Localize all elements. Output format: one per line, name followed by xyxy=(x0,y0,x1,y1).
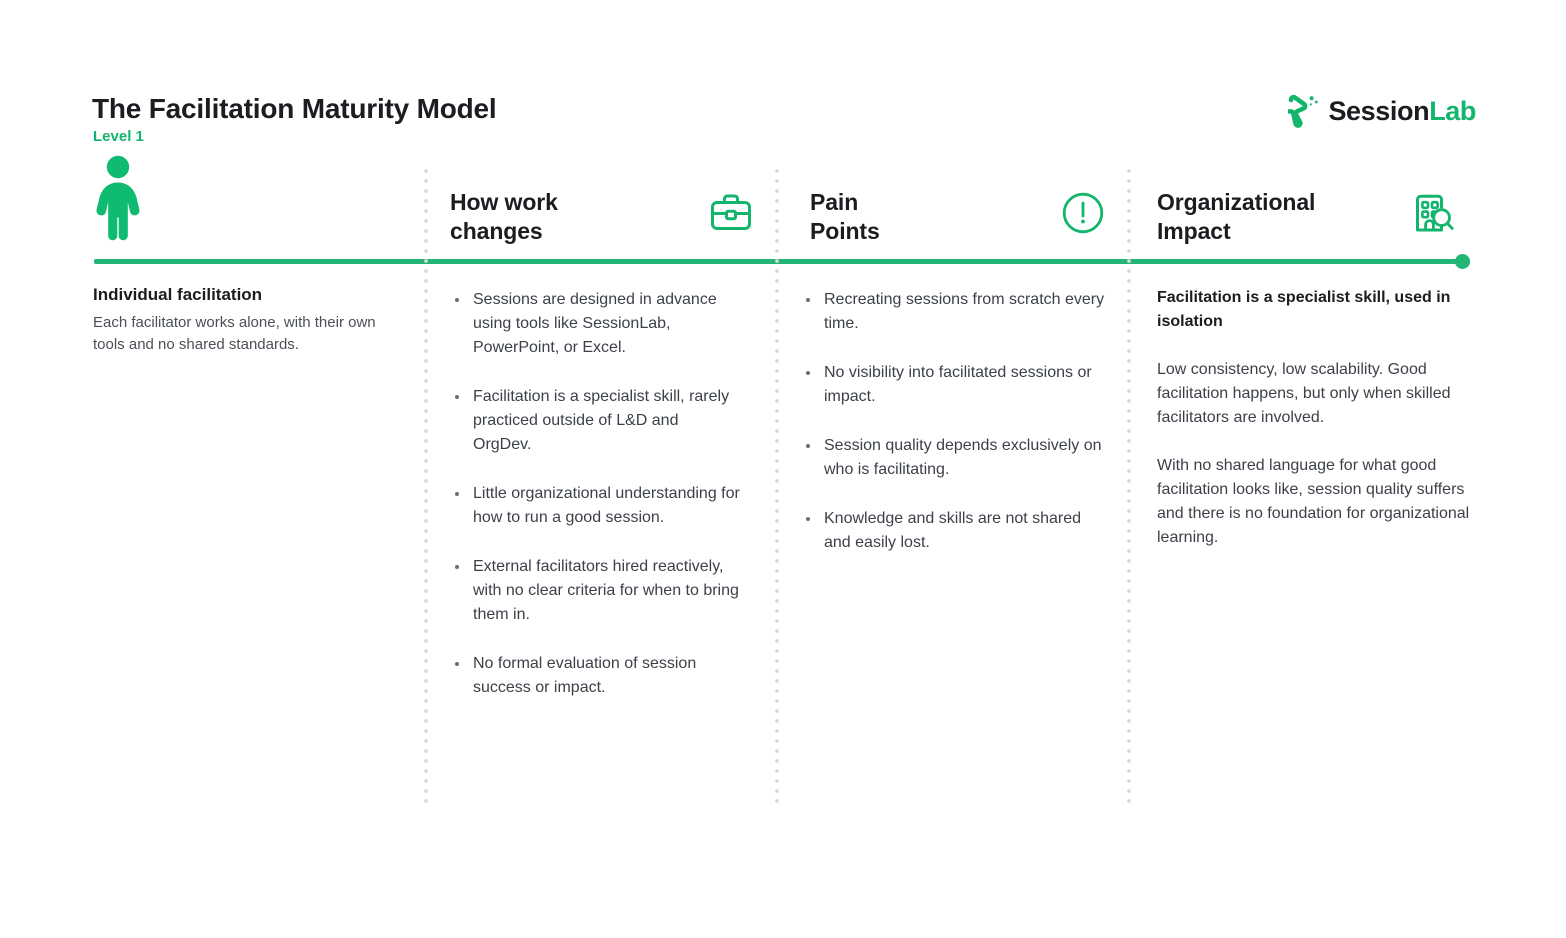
list-item: Recreating sessions from scratch every t… xyxy=(801,288,1106,336)
column-divider-1 xyxy=(424,166,428,808)
building-search-icon xyxy=(1410,190,1456,236)
column-divider-3 xyxy=(1127,166,1131,808)
timeline-end-dot xyxy=(1455,254,1470,269)
sessionlab-logo-text: SessionLab xyxy=(1328,95,1476,126)
column-header-label: How work changes xyxy=(450,189,558,244)
organizational-impact-title: Facilitation is a specialist skill, used… xyxy=(1157,289,1451,330)
list-item: External facilitators hired reactively, … xyxy=(450,555,740,627)
stage-description: Each facilitator works alone, with their… xyxy=(93,314,376,353)
level-label: Level 1 xyxy=(93,128,144,145)
list-item: Little organizational understanding for … xyxy=(450,482,740,530)
list-item: Facilitation is a specialist skill, rare… xyxy=(450,385,740,457)
list-item: Sessions are designed in advance using t… xyxy=(450,288,740,360)
column-header-how-work-changes: How work changes xyxy=(450,188,760,250)
column-header-organizational-impact: Organizational Impact xyxy=(1157,188,1469,250)
brand-lab: Lab xyxy=(1429,95,1476,126)
how-work-changes-list: Sessions are designed in advance using t… xyxy=(450,288,740,725)
column-header-label: Pain Points xyxy=(810,189,880,244)
organizational-impact-paragraph: Low consistency, low scalability. Good f… xyxy=(1157,361,1451,426)
list-item: No formal evaluation of session success … xyxy=(450,652,740,700)
column-header-pain-points: Pain Points xyxy=(810,188,1110,250)
organizational-impact-body: Facilitation is a specialist skill, used… xyxy=(1157,286,1472,550)
organizational-impact-paragraph: With no shared language for what good fa… xyxy=(1157,457,1470,546)
list-item: Session quality depends exclusively on w… xyxy=(801,434,1106,482)
pain-points-list: Recreating sessions from scratch every t… xyxy=(801,288,1106,580)
timeline-rule xyxy=(94,259,1466,264)
list-item: Knowledge and skills are not shared and … xyxy=(801,507,1106,555)
page-title: The Facilitation Maturity Model xyxy=(92,93,497,124)
list-item: No visibility into facilitated sessions … xyxy=(801,361,1106,409)
brand-session: Session xyxy=(1328,95,1430,126)
stage-title: Individual facilitation xyxy=(93,285,263,304)
briefcase-icon xyxy=(708,190,754,236)
sessionlab-logo: SessionLab xyxy=(1288,92,1476,130)
sessionlab-logo-mark-icon xyxy=(1288,94,1322,128)
column-header-label: Organizational Impact xyxy=(1157,189,1316,244)
column-divider-2 xyxy=(775,166,779,808)
exclamation-circle-icon xyxy=(1060,190,1106,236)
stage-summary: Individual facilitation Each facilitator… xyxy=(93,283,393,356)
